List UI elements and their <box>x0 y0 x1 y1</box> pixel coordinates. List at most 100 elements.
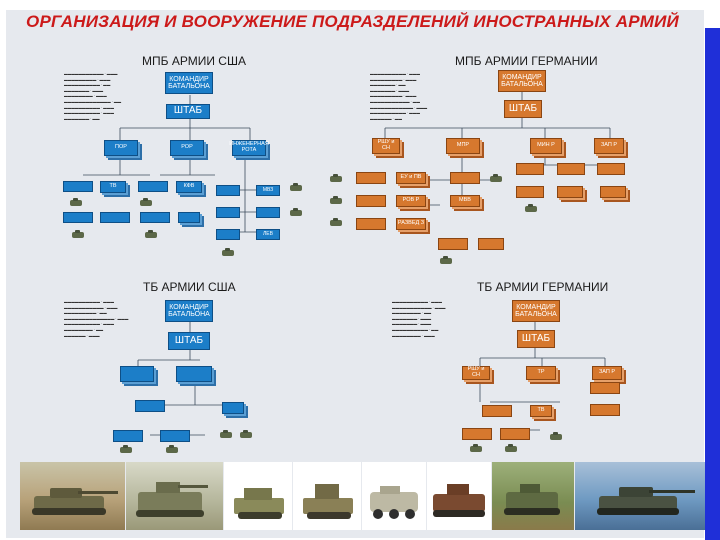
mpb-germany-platoon-d: МВВ <box>450 195 480 207</box>
vehicle-icon <box>525 204 537 212</box>
tb-germany-platoon <box>482 405 512 417</box>
vehicle-icon <box>145 230 157 238</box>
tank-illustration <box>597 487 695 515</box>
mpb-germany-title: МПБ АРМИИ ГЕРМАНИИ <box>455 54 598 68</box>
tb-germany-hq: ШТАБ <box>517 330 555 348</box>
mpb-germany-unit-c: МИН Р <box>530 138 562 154</box>
mpb-usa-unit-c: ИНЖЕНЕРНАЯ РОТА <box>229 140 269 156</box>
mpb-germany-spec-list: ▬▬▬▬▬▬▬▬▬▬ · ▬▬▬▬▬▬▬▬▬▬▬▬ · ▬▬▬▬▬▬▬▬▬▬ ·… <box>370 72 428 121</box>
right-accent-strip-gap <box>700 0 720 28</box>
mpb-germany-commander: КОМАНДИР БАТАЛЬОНА <box>498 70 546 92</box>
tb-germany-platoon <box>590 404 620 416</box>
vehicle-photo-strip <box>20 462 705 530</box>
mpb-germany-platoon <box>557 163 585 175</box>
tb-usa-platoon <box>135 400 165 412</box>
mpb-usa-platoon <box>63 181 93 192</box>
vehicle-icon <box>470 444 482 452</box>
mpb-usa-subunit <box>216 207 240 218</box>
mpb-usa-hq: ШТАБ <box>166 104 210 119</box>
tb-usa-platoon <box>160 430 190 442</box>
mpb-usa-subunit <box>216 229 240 240</box>
vehicle-photo-tank-usa <box>20 462 125 530</box>
tb-germany-spec-list: ▬▬▬▬▬▬▬▬▬▬ · ▬▬▬▬▬▬▬▬▬▬▬▬▬▬ · ▬▬▬▬▬▬▬▬▬▬… <box>392 300 446 338</box>
mpb-germany-hq: ШТАБ <box>504 100 542 118</box>
apc-illustration <box>370 486 418 519</box>
mpb-germany-platoon <box>438 238 468 250</box>
poster-title: ОРГАНИЗАЦИЯ И ВООРУЖЕНИЕ ПОДРАЗДЕЛЕНИЙ И… <box>26 12 679 31</box>
mpb-usa-commander: КОМАНДИР БАТАЛЬОНА <box>165 72 213 94</box>
mpb-germany-platoon <box>516 186 544 198</box>
right-accent-strip <box>705 0 720 540</box>
vehicle-icon <box>140 198 152 206</box>
mpb-usa-platoon-kfv: КФВ <box>176 181 202 193</box>
mpb-usa-platoon-tv: ТВ <box>100 181 126 193</box>
vehicle-icon <box>72 230 84 238</box>
mpb-germany-platoon-a: ЕУ и ПВ <box>396 172 426 184</box>
mpb-usa-unit-b: РОР <box>170 140 204 156</box>
tb-usa-hq: ШТАБ <box>168 332 210 350</box>
tb-germany-unit-a: РШУ и СН <box>462 366 490 380</box>
vehicle-icon <box>290 183 302 191</box>
vehicle-photo-aa-2 <box>293 462 361 530</box>
mpb-germany-platoon <box>356 195 386 207</box>
mpb-usa-subunit <box>216 185 240 196</box>
vehicle-icon <box>330 174 342 182</box>
vehicle-photo-apc-1 <box>362 462 426 530</box>
vehicle-icon <box>220 430 232 438</box>
vehicle-photo-ifv-usa <box>126 462 223 530</box>
tb-germany-platoon <box>590 382 620 394</box>
tb-germany-title: ТБ АРМИИ ГЕРМАНИИ <box>477 280 609 294</box>
tb-germany-unit-c: ЗАП Р <box>592 366 622 380</box>
tb-usa-title: ТБ АРМИИ США <box>143 280 236 294</box>
mpb-germany-unit-a: РШУ и СН <box>372 138 400 154</box>
mpb-germany-platoon <box>356 172 386 184</box>
vehicle-photo-ifv-germany <box>427 462 491 530</box>
vehicle-icon <box>330 218 342 226</box>
vehicle-icon <box>505 444 517 452</box>
tb-germany-platoon <box>500 428 530 440</box>
mpb-usa-platoon <box>140 212 170 223</box>
tb-usa-unit-b <box>176 366 212 382</box>
mpb-usa-unit-a: ПОР <box>104 140 138 156</box>
tank-illustration <box>32 488 118 515</box>
tb-usa-commander: КОМАНДИР БАТАЛЬОНА <box>165 300 213 322</box>
mpb-usa-spec-list: ▬▬▬▬▬▬▬▬▬▬▬ · ▬▬▬▬▬▬▬▬▬▬▬▬ · ▬▬▬▬▬▬▬▬▬▬▬… <box>64 72 122 121</box>
mpb-usa-subunit <box>256 207 280 218</box>
tb-usa-spec-list: ▬▬▬▬▬▬▬▬▬▬ · ▬▬▬▬▬▬▬▬▬▬▬▬▬▬ · ▬▬▬▬▬▬▬▬▬▬… <box>64 300 129 338</box>
mpb-germany-platoon <box>356 218 386 230</box>
mpb-germany-platoon <box>597 163 625 175</box>
ifv-illustration <box>136 482 208 517</box>
vehicle-icon <box>166 445 178 453</box>
mpb-usa-subunit-lev: ЛЕВ <box>256 229 280 240</box>
apc-illustration <box>504 484 560 515</box>
aa-vehicle-illustration <box>234 488 284 519</box>
mpb-usa-platoon <box>138 181 168 192</box>
tb-usa-unit-c <box>222 402 244 414</box>
mpb-germany-platoon <box>478 238 504 250</box>
vehicle-icon <box>330 196 342 204</box>
tb-germany-platoon <box>462 428 492 440</box>
vehicle-photo-tank-germany <box>575 462 705 530</box>
tb-germany-unit-b: ТР <box>526 366 556 380</box>
mpb-germany-platoon <box>557 186 583 198</box>
vehicle-icon <box>440 256 452 264</box>
mpb-germany-unit-d: ЗАП Р <box>594 138 624 154</box>
vehicle-icon <box>70 198 82 206</box>
tb-usa-unit-a <box>120 366 154 382</box>
vehicle-icon <box>120 445 132 453</box>
mpb-germany-unit-b: МПР <box>446 138 480 154</box>
mpb-usa-platoon <box>63 212 93 223</box>
mpb-usa-subunit-mvz: МВЗ <box>256 185 280 196</box>
aa-vehicle-illustration <box>303 484 353 519</box>
tb-germany-commander: КОМАНДИР БАТАЛЬОНА <box>512 300 560 322</box>
vehicle-photo-aa-1 <box>224 462 292 530</box>
mpb-germany-platoon <box>516 163 544 175</box>
ifv-illustration <box>433 484 485 517</box>
mpb-germany-platoon-c: РАЗВЕД З <box>396 218 426 230</box>
mpb-germany-platoon <box>450 172 480 184</box>
vehicle-icon <box>490 174 502 182</box>
mpb-usa-platoon <box>178 212 200 223</box>
mpb-usa-title: МПБ АРМИИ США <box>142 54 246 68</box>
vehicle-icon <box>550 432 562 440</box>
vehicle-icon <box>240 430 252 438</box>
